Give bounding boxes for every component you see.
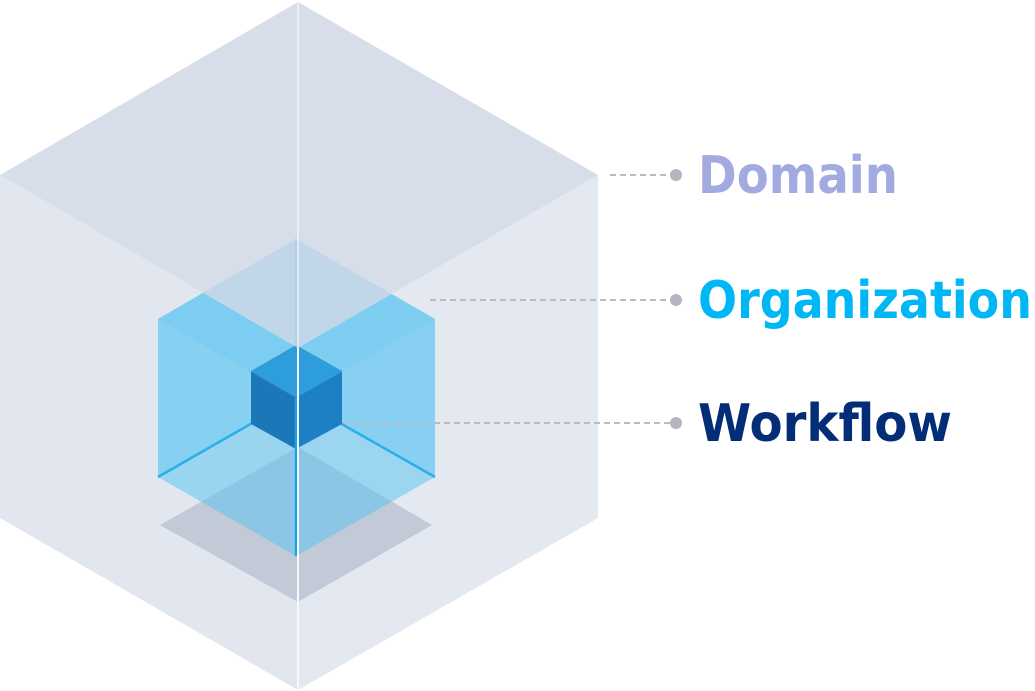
organization-connector-dot	[670, 294, 682, 306]
domain-label: Domain	[698, 146, 898, 206]
workflow-cube-right-face	[296, 371, 342, 449]
domain-cube-right-face	[298, 175, 598, 690]
domain-cube-left-face	[0, 175, 298, 690]
workflow-label: Workflow	[698, 394, 952, 454]
organization-cube-front-right-face	[296, 319, 435, 556]
organization-cube	[157, 239, 436, 556]
organization-label: Organization	[698, 271, 1032, 331]
connectors	[344, 169, 682, 429]
organization-cube-front-left-face	[158, 319, 296, 556]
workflow-cube-top-face	[251, 345, 342, 397]
workflow-cube-left-face	[251, 371, 296, 449]
domain-connector-dot	[670, 169, 682, 181]
workflow-cube	[251, 345, 342, 449]
domain-cube	[0, 175, 598, 690]
workflow-connector-dot	[670, 417, 682, 429]
